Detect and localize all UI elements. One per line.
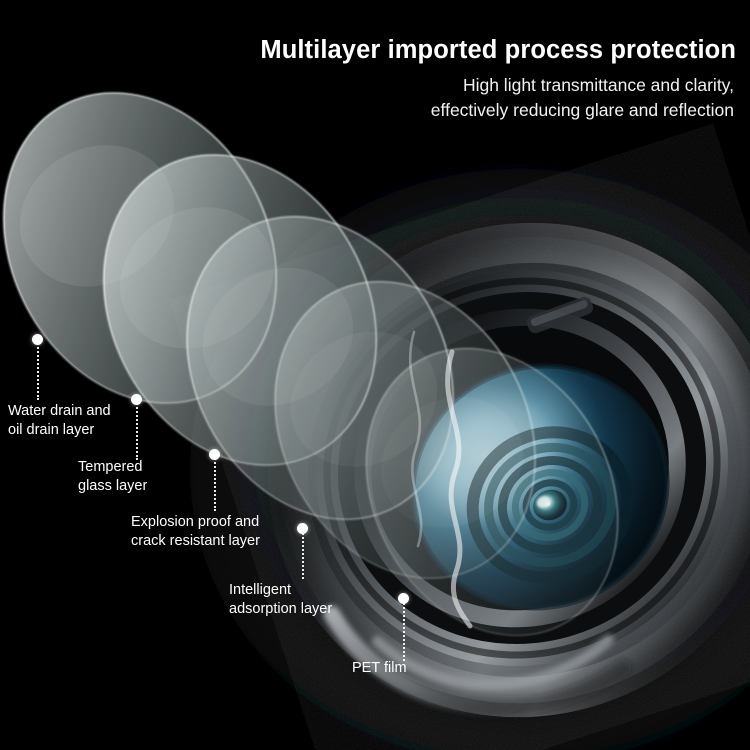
callout-label: Explosion proof and crack resistant layer: [131, 513, 260, 551]
callout-dot: [131, 394, 142, 405]
callout-dot: [209, 449, 220, 460]
callout-label-line-2: crack resistant layer: [131, 533, 260, 549]
callout-label: PET film: [352, 659, 407, 678]
glass-reflection-streak: [445, 349, 473, 629]
callout-leader-line: [136, 400, 138, 460]
disc-rim-highlight: [365, 347, 619, 637]
disc-sheen: [381, 396, 524, 528]
callout-label-line-1: Explosion proof and: [131, 514, 260, 530]
callout-leader-line: [302, 529, 304, 579]
callout-label-line-1: Water drain and: [8, 403, 111, 419]
callout-leader-line: [37, 340, 39, 400]
glass-reflection-streak-secondary: [408, 330, 423, 548]
callout-dot: [32, 334, 43, 345]
callout-leader-line: [214, 455, 216, 511]
callout-label: Intelligent adsorption layer: [229, 581, 332, 619]
callout-dot: [398, 593, 409, 604]
callout-label-line-2: adsorption layer: [229, 601, 333, 617]
callout-label-line-1: Tempered: [78, 459, 143, 475]
callout-label: Water drain and oil drain layer: [8, 402, 111, 440]
page-title: Multilayer imported process protection: [260, 36, 736, 64]
callout-label-line-2: oil drain layer: [8, 422, 95, 438]
subtitle-line-1: High light transmittance and clarity,: [462, 75, 734, 95]
callout-leader-line: [403, 599, 405, 661]
pet-film-disc: [365, 347, 619, 637]
disc-body: [366, 348, 618, 636]
page-subtitle: High light transmittance and clarity, ef…: [431, 73, 734, 123]
callout-dot: [297, 523, 308, 534]
callout-label-line-2: glass layer: [78, 478, 148, 494]
subtitle-line-2: effectively reducing glare and reflectio…: [430, 100, 734, 120]
callout-label-line-1: Intelligent: [229, 582, 292, 598]
callout-label: Tempered glass layer: [78, 458, 147, 496]
callout-label-line-1: PET film: [352, 660, 407, 676]
